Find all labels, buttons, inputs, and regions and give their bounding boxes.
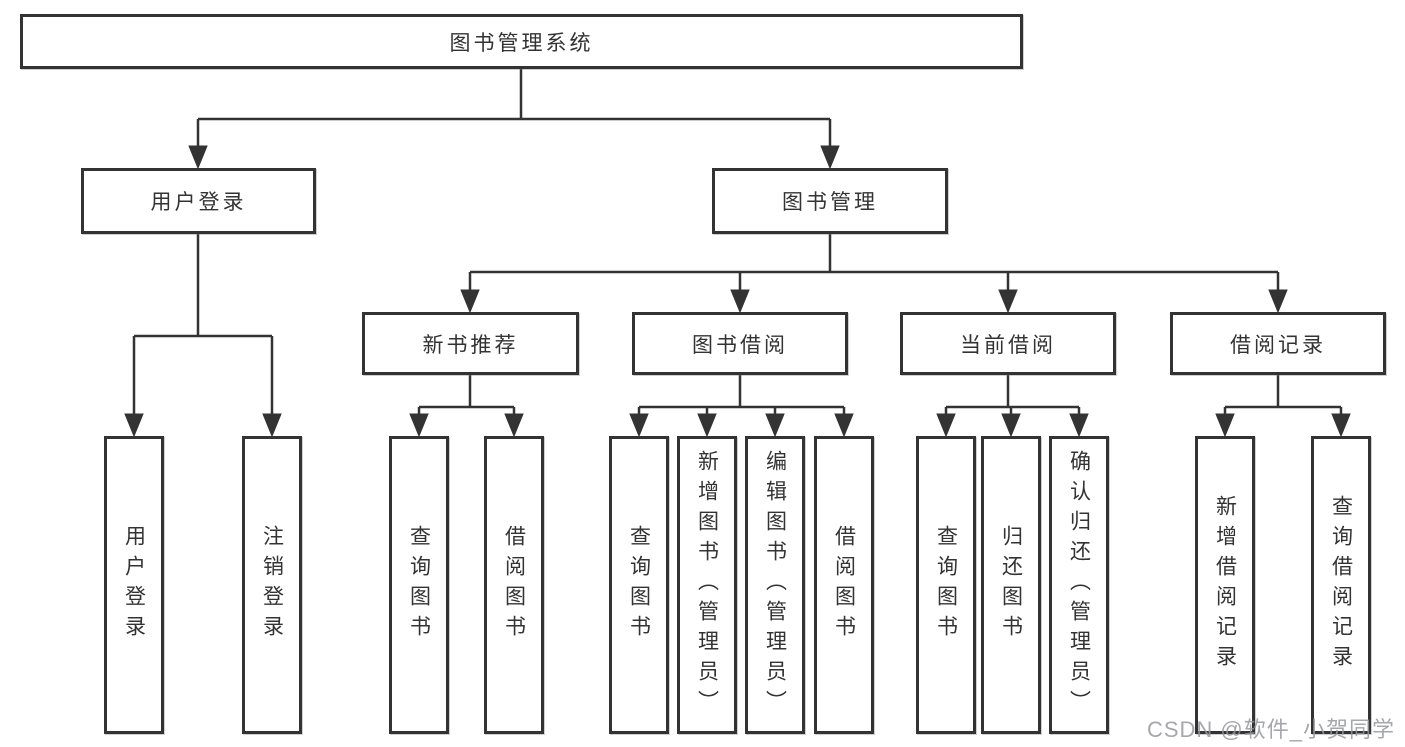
arrowhead-icon <box>834 413 854 438</box>
connector-book-management-children <box>460 234 1288 314</box>
connector-borrow-records-children <box>1215 375 1351 438</box>
arrowhead-icon <box>460 289 480 314</box>
connector-root-to-level2 <box>188 69 840 170</box>
connector-book-borrowing-children <box>629 375 854 438</box>
leaf-logout: 注销登录 <box>242 436 302 734</box>
node-user-login-group: 用户登录 <box>81 168 316 234</box>
leaf-records-add-record: 新增借阅记录 <box>1195 436 1255 734</box>
connector-new-book-recommend-children <box>409 375 524 438</box>
arrowhead-icon <box>1331 413 1351 438</box>
arrowhead-icon <box>124 413 144 438</box>
leaf-current-return-books: 归还图书 <box>981 436 1041 734</box>
node-book-borrowing: 图书借阅 <box>632 312 848 375</box>
leaf-borrowing-borrow-books: 借阅图书 <box>814 436 874 734</box>
arrowhead-icon <box>765 413 785 438</box>
arrowhead-icon <box>1268 289 1288 314</box>
arrowhead-icon <box>1001 413 1021 438</box>
leaf-current-confirm-return-admin: 确认归还（管理员） <box>1049 436 1109 734</box>
connector-current-borrowing-children <box>936 375 1089 438</box>
arrowhead-icon <box>730 289 750 314</box>
leaf-current-query-books: 查询图书 <box>916 436 976 734</box>
leaf-user-login: 用户登录 <box>104 436 164 734</box>
arrowhead-icon <box>1069 413 1089 438</box>
arrowhead-icon <box>820 145 840 170</box>
node-library-system-root: 图书管理系统 <box>20 14 1023 69</box>
arrowhead-icon <box>504 413 524 438</box>
watermark-text: CSDN @软件_小贺同学 <box>1146 717 1395 742</box>
node-book-management-group: 图书管理 <box>712 168 948 234</box>
leaf-newrec-query-books: 查询图书 <box>389 436 449 734</box>
leaf-borrowing-edit-books-admin: 编辑图书（管理员） <box>745 436 805 734</box>
arrowhead-icon <box>936 413 956 438</box>
connector-user-login-children <box>124 234 282 438</box>
leaf-records-query-record: 查询借阅记录 <box>1311 436 1371 734</box>
leaf-borrowing-add-books-admin: 新增图书（管理员） <box>677 436 737 734</box>
arrowhead-icon <box>409 413 429 438</box>
node-new-book-recommend: 新书推荐 <box>362 312 579 375</box>
arrowhead-icon <box>629 413 649 438</box>
node-borrow-records: 借阅记录 <box>1170 312 1386 375</box>
arrowhead-icon <box>262 413 282 438</box>
leaf-borrowing-query-books: 查询图书 <box>609 436 669 734</box>
arrowhead-icon <box>998 289 1018 314</box>
arrowhead-icon <box>188 145 208 170</box>
arrowhead-icon <box>1215 413 1235 438</box>
arrowhead-icon <box>697 413 717 438</box>
node-current-borrowing: 当前借阅 <box>900 312 1116 375</box>
leaf-newrec-borrow-books: 借阅图书 <box>484 436 544 734</box>
